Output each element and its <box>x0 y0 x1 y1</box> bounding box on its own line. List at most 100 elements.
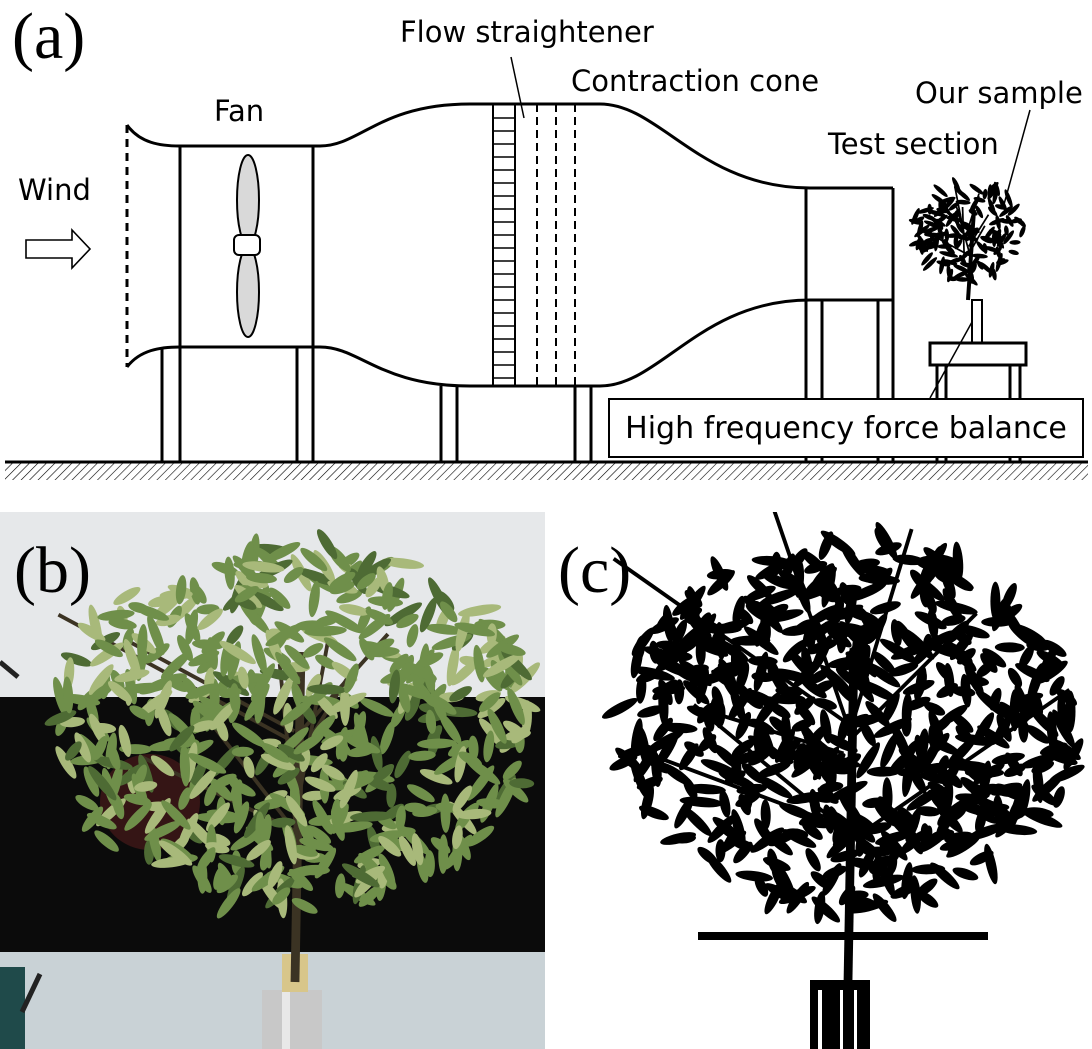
silhouette-tree-leaf <box>993 794 1004 824</box>
silhouette-tree-leaf <box>920 823 932 848</box>
silhouette-tree-leaf <box>773 863 791 895</box>
silhouette-tree-leaf <box>812 698 837 710</box>
silhouette-tree-leaf <box>825 627 852 648</box>
silhouette-tree-leaf <box>705 853 732 883</box>
photo-tree-leaf <box>468 735 479 760</box>
force-balance-label: High frequency force balance <box>625 410 1067 446</box>
photo-tree-leaf <box>53 676 68 716</box>
mini-tree-trunk <box>966 209 976 301</box>
silhouette-tree-leaf <box>1049 676 1065 696</box>
photo-tree-leaf <box>378 853 396 887</box>
silhouette-tree-leaf <box>634 635 646 662</box>
silhouette-tree-leaf <box>735 607 754 625</box>
photo-tree-leaf <box>308 580 320 618</box>
silhouette-tree-leaf <box>1056 688 1078 706</box>
photo-tree-leaf <box>502 760 522 780</box>
photo-tree-leaf <box>280 699 314 726</box>
photo-tree-leaf <box>231 722 266 747</box>
photo-tree-leaf <box>312 799 333 835</box>
silhouette-tree-leaf <box>780 711 792 752</box>
photo-tree-leaf <box>65 741 82 761</box>
photo-tree-leaf <box>192 865 212 893</box>
photo-tree-leaf <box>307 684 347 695</box>
silhouette-tree-leaf <box>1027 663 1044 703</box>
wind-arrow-icon <box>25 227 92 271</box>
photo-tree-leaf <box>97 609 135 621</box>
silhouette-tree-leaf <box>831 606 863 621</box>
photo-tree-leaf <box>123 638 141 679</box>
silhouette-tree-leaf <box>751 555 792 567</box>
mini-tree-leaf <box>1008 249 1019 256</box>
photo-tree-leaf <box>454 622 496 637</box>
silhouette-tree-leaf <box>952 867 979 881</box>
photo-tree-leaf <box>246 572 277 584</box>
photo-tree-leaf <box>341 863 380 888</box>
photo-tree-leaf <box>412 806 438 818</box>
photo-tree-leaf <box>352 711 367 743</box>
silhouette-tree-leaf <box>748 747 773 766</box>
silhouette-tree-leaf <box>852 625 865 654</box>
photo-tree-leaf <box>185 683 218 700</box>
photo-tree-leaf <box>353 845 386 864</box>
photo-tree-leaf <box>331 798 342 828</box>
silhouette-tree-leaf <box>915 878 938 898</box>
silhouette-tree-leaf <box>865 700 891 728</box>
photo-tree-leaf <box>357 551 377 578</box>
photo-tree-leaf <box>458 604 502 617</box>
panel-label-a: (a) <box>12 0 86 73</box>
tree-silhouette-drawing <box>601 512 1085 1049</box>
mini-tree-leaf <box>921 252 933 266</box>
photo-tree-leaf <box>449 686 472 702</box>
photo-tree-leaf <box>129 705 151 720</box>
silhouette-tree-leaf <box>827 656 861 669</box>
silhouette-tree-leaf <box>735 711 752 740</box>
photo-tree-leaf <box>452 785 473 813</box>
silhouette-tree-leaf <box>944 620 970 645</box>
mini-tree-leaf <box>969 196 980 213</box>
photo-tree-leaf <box>113 586 141 606</box>
mini-tree-leaf <box>988 261 995 278</box>
photo-tree-leaf <box>134 781 158 792</box>
photo-tree-leaf <box>74 732 91 763</box>
silhouette-tree-leaf <box>1006 800 1020 832</box>
silhouette-tree-leaf <box>649 640 660 664</box>
silhouette-tree-leaf <box>735 662 750 693</box>
photo-tree-leaf <box>77 622 106 642</box>
mini-tree-leaf <box>939 251 958 258</box>
silhouette-tree-leaf <box>758 588 800 606</box>
mini-tree-leaf <box>980 235 996 243</box>
silhouette-tree-leaf <box>990 782 1023 796</box>
photo-tree-leaf <box>219 640 256 665</box>
mini-tree-leaf <box>941 259 958 266</box>
photo-tree-leaf <box>216 888 241 919</box>
silhouette-tree-leaf <box>685 664 709 676</box>
mini-tree-leaf <box>982 188 988 200</box>
silhouette-tree-leaf <box>888 662 919 677</box>
silhouette-tree-leaf <box>696 702 714 724</box>
fan-icon <box>233 154 261 338</box>
photo-tree-leaf <box>405 662 437 681</box>
photo-tree-leaf <box>356 573 376 590</box>
mini-tree-leaf <box>998 196 1008 213</box>
silhouette-tree-leaf <box>810 871 832 890</box>
mini-tree-leaf <box>923 226 940 234</box>
silhouette-tree-leaf <box>950 712 974 733</box>
silhouette-tree-leaf <box>751 671 775 682</box>
force-balance-leader <box>929 321 973 399</box>
silhouette-tree-leaf <box>872 651 896 675</box>
silhouette-tree-leaf <box>735 870 773 882</box>
silhouette-tree-leaf <box>875 830 913 846</box>
silhouette-tree-leaf <box>729 750 764 766</box>
photo-tree-leaf <box>384 602 423 627</box>
test-section-label: Test section <box>828 127 999 161</box>
photo-tree-leaf <box>114 669 150 683</box>
photo-tree-leaf <box>179 744 191 787</box>
mini-tree-leaf <box>976 260 984 270</box>
silhouette-tree-leaf <box>856 742 881 779</box>
photo-tree-leaf <box>284 644 310 669</box>
photo-tree-leaf <box>487 708 507 744</box>
photo-tree-leaf <box>378 836 402 857</box>
silhouette-tree-leaf <box>730 687 746 722</box>
photo-tree-leaf <box>327 692 367 714</box>
photo-tree-leaf <box>44 710 77 726</box>
